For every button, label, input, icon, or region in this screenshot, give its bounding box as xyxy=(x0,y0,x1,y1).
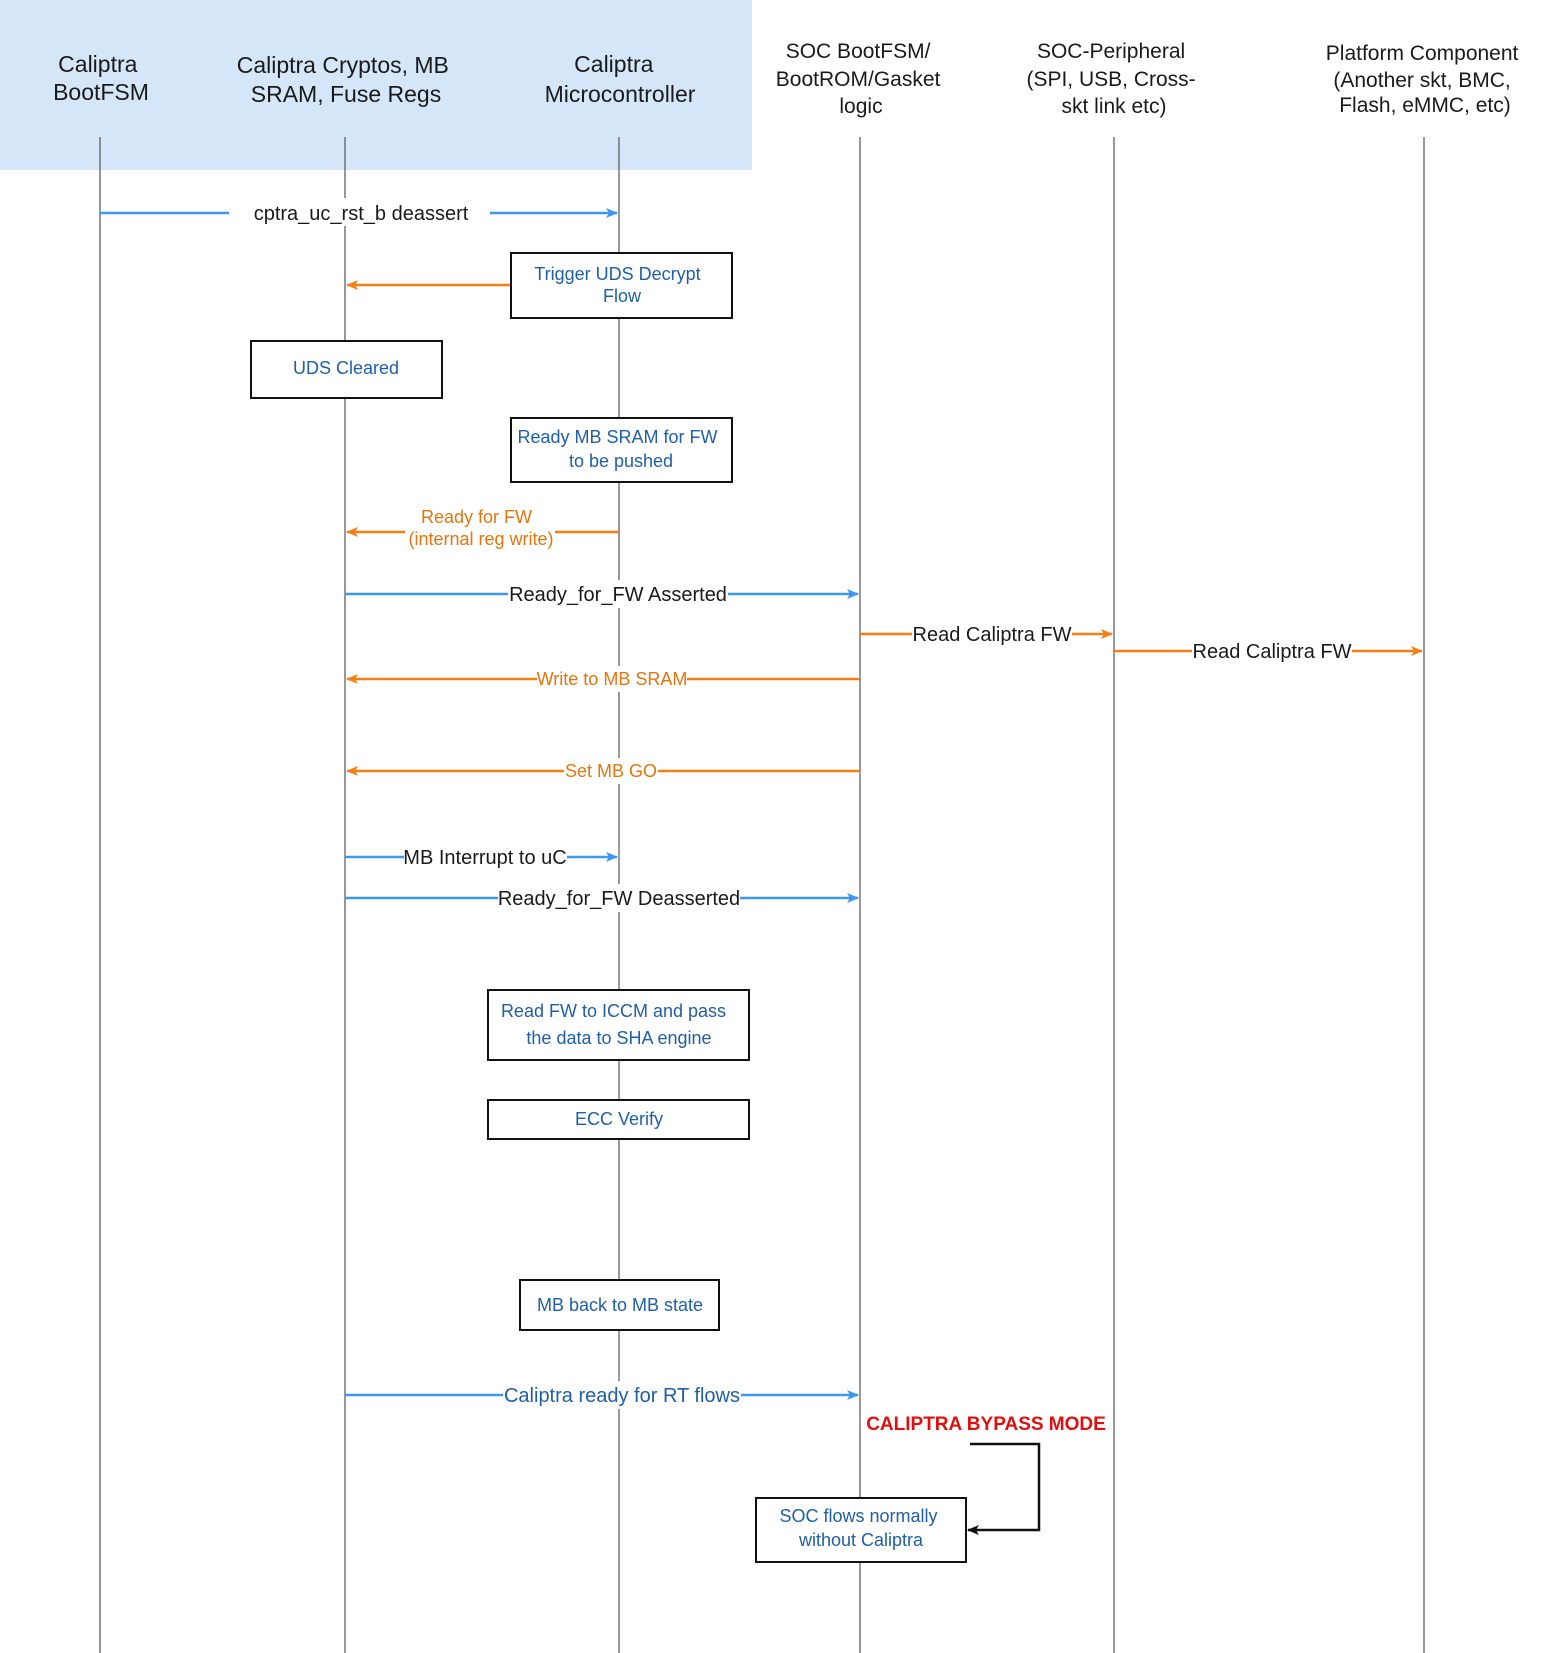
box-ready-mb-sram: Ready MB SRAM for FW to be pushed xyxy=(510,417,733,483)
message-label: Read Caliptra FW xyxy=(1193,641,1352,663)
message-label: cptra_uc_rst_b deassert xyxy=(254,203,469,225)
box-label: Trigger UDS Decrypt Flow xyxy=(534,264,705,306)
participant-headers: Caliptra BootFSM Caliptra Cryptos, MB SR… xyxy=(53,40,1524,118)
box-ecc-verify: ECC Verify xyxy=(487,1099,750,1140)
bypass-connector-arrow xyxy=(967,1442,1041,1535)
participant-soc-boot: SOC BootFSM/ BootROM/Gasket logic xyxy=(776,40,946,118)
box-label: Read FW to ICCM and pass the data to SHA… xyxy=(501,1001,731,1048)
box-soc-flows-normally: SOC flows normally without Caliptra xyxy=(755,1497,967,1563)
box-label: ECC Verify xyxy=(575,1109,663,1129)
participant-uc: Caliptra Microcontroller xyxy=(545,51,696,107)
message-ready-for-fw-asserted: Ready_for_FW Asserted xyxy=(345,580,859,608)
participant-platform: Platform Component (Another skt, BMC, Fl… xyxy=(1326,42,1524,117)
message-label: Caliptra ready for RT flows xyxy=(504,1385,740,1407)
box-trigger-uds-decrypt: Trigger UDS Decrypt Flow xyxy=(346,252,733,319)
message-ready-for-fw-deasserted: Ready_for_FW Deasserted xyxy=(345,884,859,912)
message-label: Ready_for_FW Deasserted xyxy=(498,888,740,910)
box-label: Ready MB SRAM for FW to be pushed xyxy=(517,427,722,471)
message-label: Ready for FW (internal reg write) xyxy=(408,507,553,549)
message-write-mb-sram: Write to MB SRAM xyxy=(346,666,860,692)
message-label: Write to MB SRAM xyxy=(537,669,688,689)
box-read-fw-iccm: Read FW to ICCM and pass the data to SHA… xyxy=(487,989,750,1061)
message-mb-interrupt: MB Interrupt to uC xyxy=(345,843,618,871)
participant-crypto: Caliptra Cryptos, MB SRAM, Fuse Regs xyxy=(237,52,456,107)
message-label: Read Caliptra FW xyxy=(913,624,1072,646)
box-label: UDS Cleared xyxy=(293,358,399,378)
message-read-fw-platform: Read Caliptra FW xyxy=(1114,637,1423,665)
message-label: Set MB GO xyxy=(565,761,657,781)
message-set-mb-go: Set MB GO xyxy=(346,758,860,784)
participant-bootfsm: Caliptra BootFSM xyxy=(53,51,149,105)
box-uds-cleared: UDS Cleared xyxy=(250,340,443,399)
bypass-note-label: CALIPTRA BYPASS MODE xyxy=(866,1414,1106,1435)
message-label: MB Interrupt to uC xyxy=(403,847,566,869)
message-ready-for-fw-internal: Ready for FW (internal reg write) xyxy=(346,505,619,552)
message-read-fw-soc: Read Caliptra FW xyxy=(860,620,1113,648)
caliptra-group-background xyxy=(0,0,752,170)
bypass-note: CALIPTRA BYPASS MODE xyxy=(866,1414,1106,1535)
box-mb-back: MB back to MB state xyxy=(519,1279,720,1331)
message-rst-deassert: cptra_uc_rst_b deassert xyxy=(100,198,618,226)
box-label: MB back to MB state xyxy=(537,1295,703,1315)
message-label: Ready_for_FW Asserted xyxy=(509,584,727,606)
participant-soc-periph: SOC-Peripheral (SPI, USB, Cross- skt lin… xyxy=(1026,40,1201,118)
message-ready-rt-flows: Caliptra ready for RT flows xyxy=(345,1381,859,1409)
box-label: SOC flows normally without Caliptra xyxy=(779,1506,942,1550)
